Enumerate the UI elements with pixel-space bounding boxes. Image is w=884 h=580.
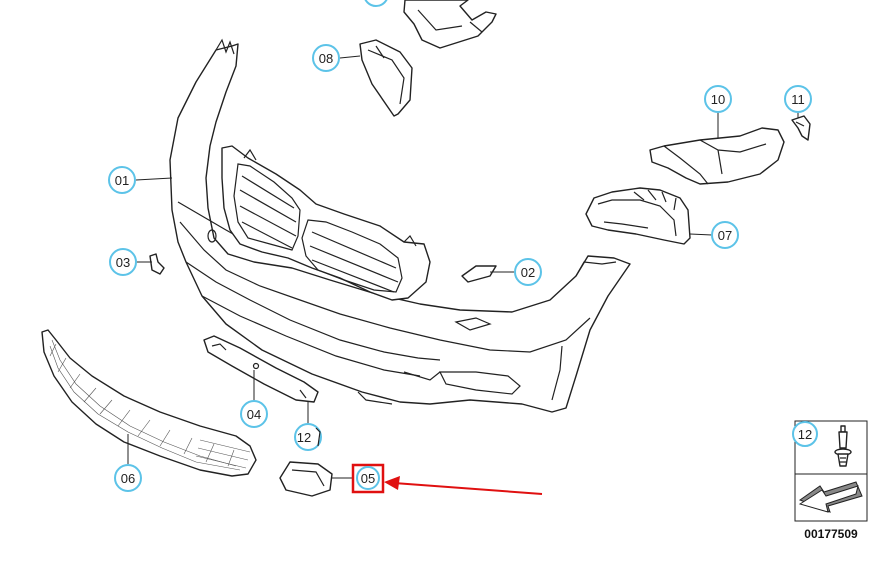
- callout-08[interactable]: 08: [312, 44, 340, 72]
- callout-01-label: 01: [115, 173, 129, 188]
- diagram-number: 00177509: [804, 527, 858, 541]
- part-04-trim-strip: [203, 335, 319, 403]
- callout-05-label: 05: [361, 471, 375, 486]
- callout-04[interactable]: 04: [240, 400, 268, 428]
- callout-06-label: 06: [121, 471, 135, 486]
- callout-07[interactable]: 07: [711, 221, 739, 249]
- callout-11-label: 11: [791, 92, 805, 107]
- callout-12-main[interactable]: 12: [294, 423, 322, 451]
- callout-03[interactable]: 03: [109, 248, 137, 276]
- callout-07-label: 07: [718, 228, 732, 243]
- callout-02-label: 02: [521, 265, 535, 280]
- callout-05[interactable]: 05: [351, 463, 385, 494]
- callout-11[interactable]: 11: [784, 85, 812, 113]
- callout-05-highlight-box: [351, 463, 385, 494]
- callout-06[interactable]: 06: [114, 464, 142, 492]
- callout-12-main-label: 12: [297, 430, 311, 445]
- top-duct-part: [403, 0, 497, 49]
- arrow-icon: [798, 481, 863, 513]
- callout-04-label: 04: [247, 407, 261, 422]
- fastener-legend-box: 12: [792, 420, 868, 522]
- callout-12-legend-label: 12: [798, 427, 812, 442]
- callout-02[interactable]: 02: [514, 258, 542, 286]
- part-10-air-duct: [649, 127, 785, 185]
- part-06-lower-grille: [41, 329, 257, 477]
- clip-icon: [315, 427, 321, 447]
- part-11-bracket: [791, 115, 811, 141]
- callout-01[interactable]: 01: [108, 166, 136, 194]
- part-07-air-guide: [585, 187, 691, 245]
- callout-10-label: 10: [711, 92, 725, 107]
- callout-bubble-partial: [364, 0, 388, 7]
- push-rivet-icon: [834, 425, 852, 467]
- highlight-arrow: [384, 476, 543, 495]
- callout-03-label: 03: [116, 255, 130, 270]
- part-08-bracket: [359, 39, 413, 117]
- callout-10[interactable]: 10: [704, 85, 732, 113]
- part-01-bumper-cover: [169, 38, 631, 413]
- callout-08-label: 08: [319, 51, 333, 66]
- part-02-tow-eye-cover: [461, 265, 497, 283]
- part-05-tow-hook-cover: [279, 461, 333, 497]
- part-03-clip: [149, 253, 165, 275]
